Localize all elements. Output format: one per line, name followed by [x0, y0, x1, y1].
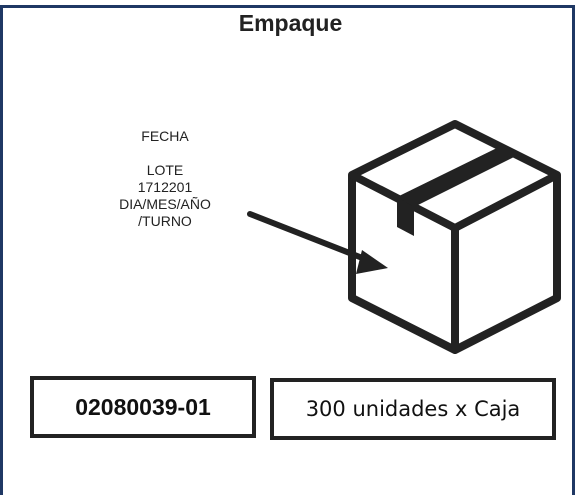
box-icon — [348, 120, 561, 354]
lote-number: 1712201 — [137, 179, 193, 195]
lote-label: LOTE — [146, 162, 184, 178]
box-tape-icon — [397, 145, 520, 236]
date-format-label: DIA/MES/AÑO — [119, 196, 211, 212]
lot-label-block: FECHA LOTE 1712201 DIA/MES/AÑO /TURNO — [90, 128, 240, 230]
quantity-box: 300 unidades x Caja — [270, 378, 556, 440]
page-title: Empaque — [238, 10, 343, 36]
shift-format-label: /TURNO — [138, 213, 192, 229]
packaging-frame — [0, 5, 575, 495]
product-code-box: 02080039-01 — [30, 376, 256, 438]
fecha-label: FECHA — [141, 128, 189, 144]
arrow-icon — [247, 211, 388, 274]
